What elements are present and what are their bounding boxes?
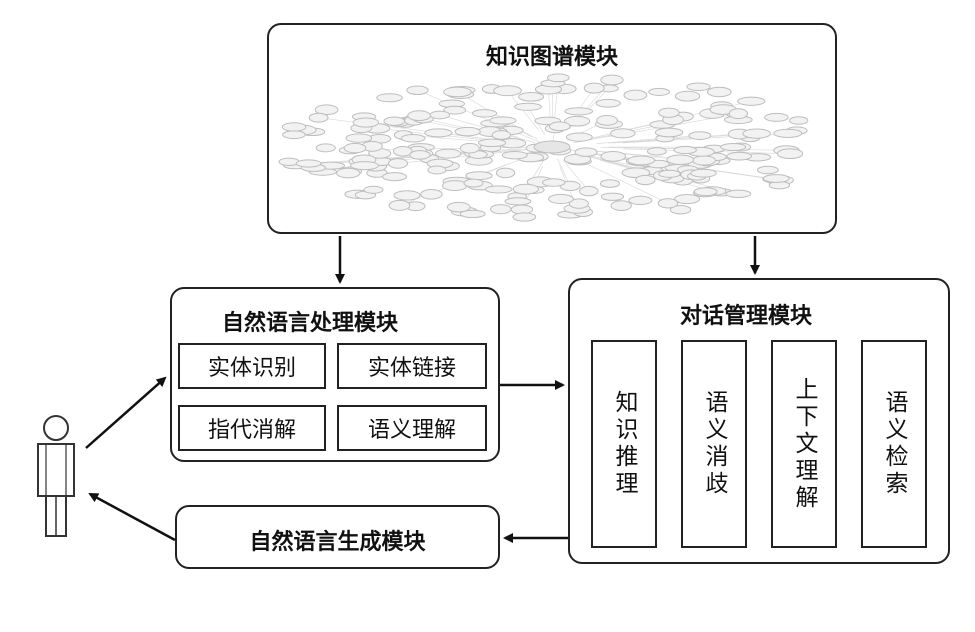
arrow-user-to-nlp (85, 376, 167, 449)
user-icon (37, 415, 75, 537)
nlp-item-entity-recognition: 实体识别 (178, 343, 326, 389)
dialog-item-knowledge-reasoning: 知识推理 (591, 340, 657, 548)
nlp-title: 自然语言处理模块 (222, 311, 399, 336)
knowledge-graph-image (278, 73, 809, 222)
dialog-item-disambiguation: 语义消歧 (681, 340, 747, 548)
nlg-module: 自然语言生成模块 (175, 505, 500, 569)
dialog-title: 对话管理模块 (680, 304, 813, 329)
nlp-item-entity-linking: 实体链接 (337, 343, 487, 389)
arrow-nlg-to-user (88, 492, 176, 542)
dialog-item-context-understanding: 上下文理解 (771, 340, 837, 548)
nlp-item-semantic-understanding: 语义理解 (337, 405, 487, 451)
knowledge-graph-module: 知识图谱模块 (267, 23, 837, 234)
nlg-title: 自然语言生成模块 (249, 530, 426, 555)
dialog-item-semantic-retrieval: 语义检索 (861, 340, 927, 548)
nlp-item-coreference: 指代消解 (178, 405, 326, 451)
knowledge-graph-title: 知识图谱模块 (485, 45, 618, 70)
